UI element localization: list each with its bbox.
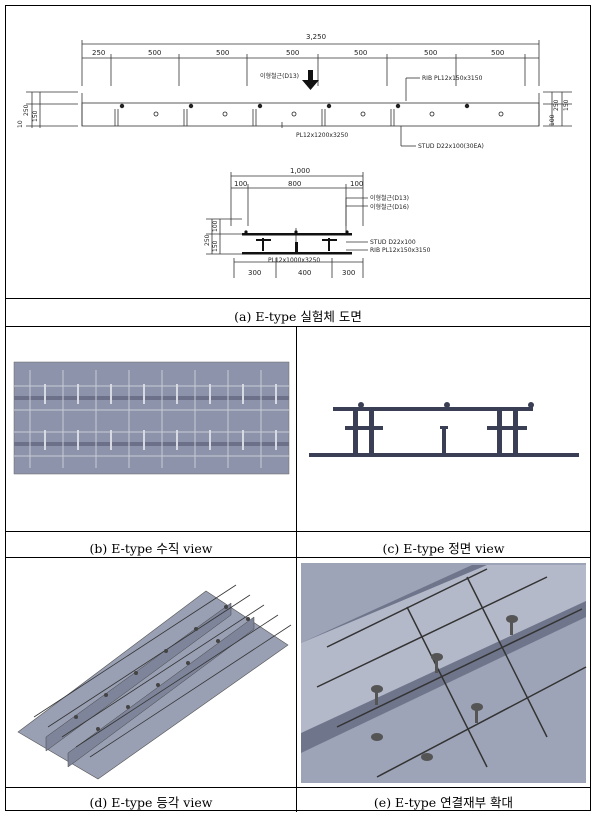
left-dim: 250 [23, 104, 30, 116]
section-bottom-span: 300 [342, 269, 355, 277]
caption-c: (c) E-type 정면 view [382, 541, 505, 556]
caption-e: (e) E-type 연결재부 확대 [373, 795, 514, 810]
section-stud-label: STUD D22x100 [370, 239, 416, 246]
span-label: 500 [286, 49, 299, 57]
panel-a-drawing: 3,250 250 500 500 500 500 500 500 이형철근(D… [6, 6, 590, 298]
figure-table: 3,250 250 500 500 500 500 500 500 이형철근(D… [5, 5, 591, 812]
section-plate-label: PL12x1000x3250 [268, 257, 320, 264]
section-left-dim: 150 [212, 240, 219, 252]
section-rebar2-label: 이형철근(D16) [370, 203, 409, 211]
left-dim: 150 [32, 110, 39, 122]
span-label: 500 [491, 49, 504, 57]
rebar-label: 이형철근(D13) [260, 72, 299, 80]
caption-a: (a) E-type 실험체 도면 [234, 309, 362, 324]
panel-d-isometric-view [6, 557, 296, 787]
span-label: 500 [354, 49, 367, 57]
panel-c-front-view [297, 326, 590, 531]
span-label: 250 [92, 49, 105, 57]
stud-label: STUD D22x100(30EA) [418, 143, 484, 150]
section-rebar1-label: 이형철근(D13) [370, 194, 409, 202]
section-total: 1,000 [290, 167, 310, 175]
left-dim: 10 [17, 120, 24, 128]
caption-b: (b) E-type 수직 view [89, 541, 213, 556]
section-bottom-span: 300 [248, 269, 261, 277]
section-span: 800 [288, 180, 301, 188]
right-dim: 100 [549, 114, 556, 126]
section-left-dim: 250 [204, 234, 211, 246]
panel-e-connection-detail [297, 557, 590, 787]
span-label: 500 [424, 49, 437, 57]
span-label: 500 [148, 49, 161, 57]
span-label: 500 [216, 49, 229, 57]
rib-label: RIB PL12x150x3150 [422, 75, 483, 82]
section-bottom-span: 400 [298, 269, 311, 277]
section-span: 100 [350, 180, 363, 188]
caption-d: (d) E-type 등각 view [89, 795, 213, 810]
right-dim: 150 [563, 99, 570, 111]
panel-b-top-view [6, 326, 296, 531]
section-left-dim: 100 [212, 220, 219, 232]
elevation-and-section-drawing: 3,250 250 500 500 500 500 500 500 이형철근(D… [17, 33, 572, 278]
section-rib-label: RIB PL12x150x3150 [370, 247, 431, 254]
right-dim: 250 [553, 99, 560, 111]
total-span-label: 3,250 [306, 33, 326, 41]
plate-label: PL12x1200x3250 [296, 132, 348, 139]
section-span: 100 [234, 180, 247, 188]
